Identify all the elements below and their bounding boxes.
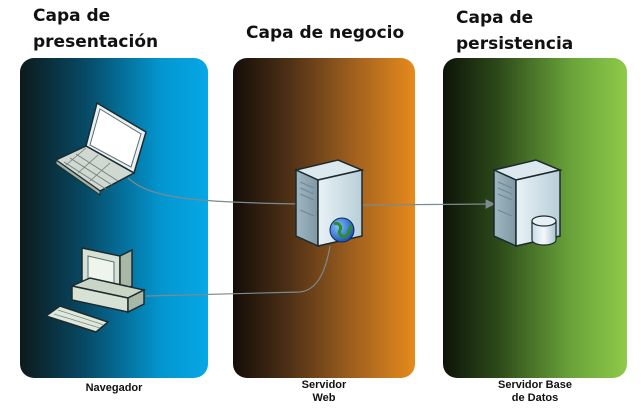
globe-icon (329, 217, 355, 243)
database-icon (531, 215, 557, 246)
business-layer-title: Capa de negocio (246, 23, 405, 43)
persistence-layer-title: Capa de persistencia (456, 8, 574, 54)
presentation-layer-title: Capa de presentación (33, 6, 159, 52)
browser-caption: Navegador (85, 382, 143, 394)
laptop-icon (54, 101, 147, 196)
laptop-to-web-server-connector (127, 177, 301, 205)
database-server-caption: Servidor Base de Datos (498, 379, 572, 404)
web-server-to-database-connector (361, 199, 496, 209)
desktop-to-web-server-connector (145, 245, 331, 297)
presentation-layer-panel (20, 58, 208, 378)
web-server-caption: Servidor Web (301, 379, 347, 404)
desktop-computer-icon (44, 247, 147, 333)
